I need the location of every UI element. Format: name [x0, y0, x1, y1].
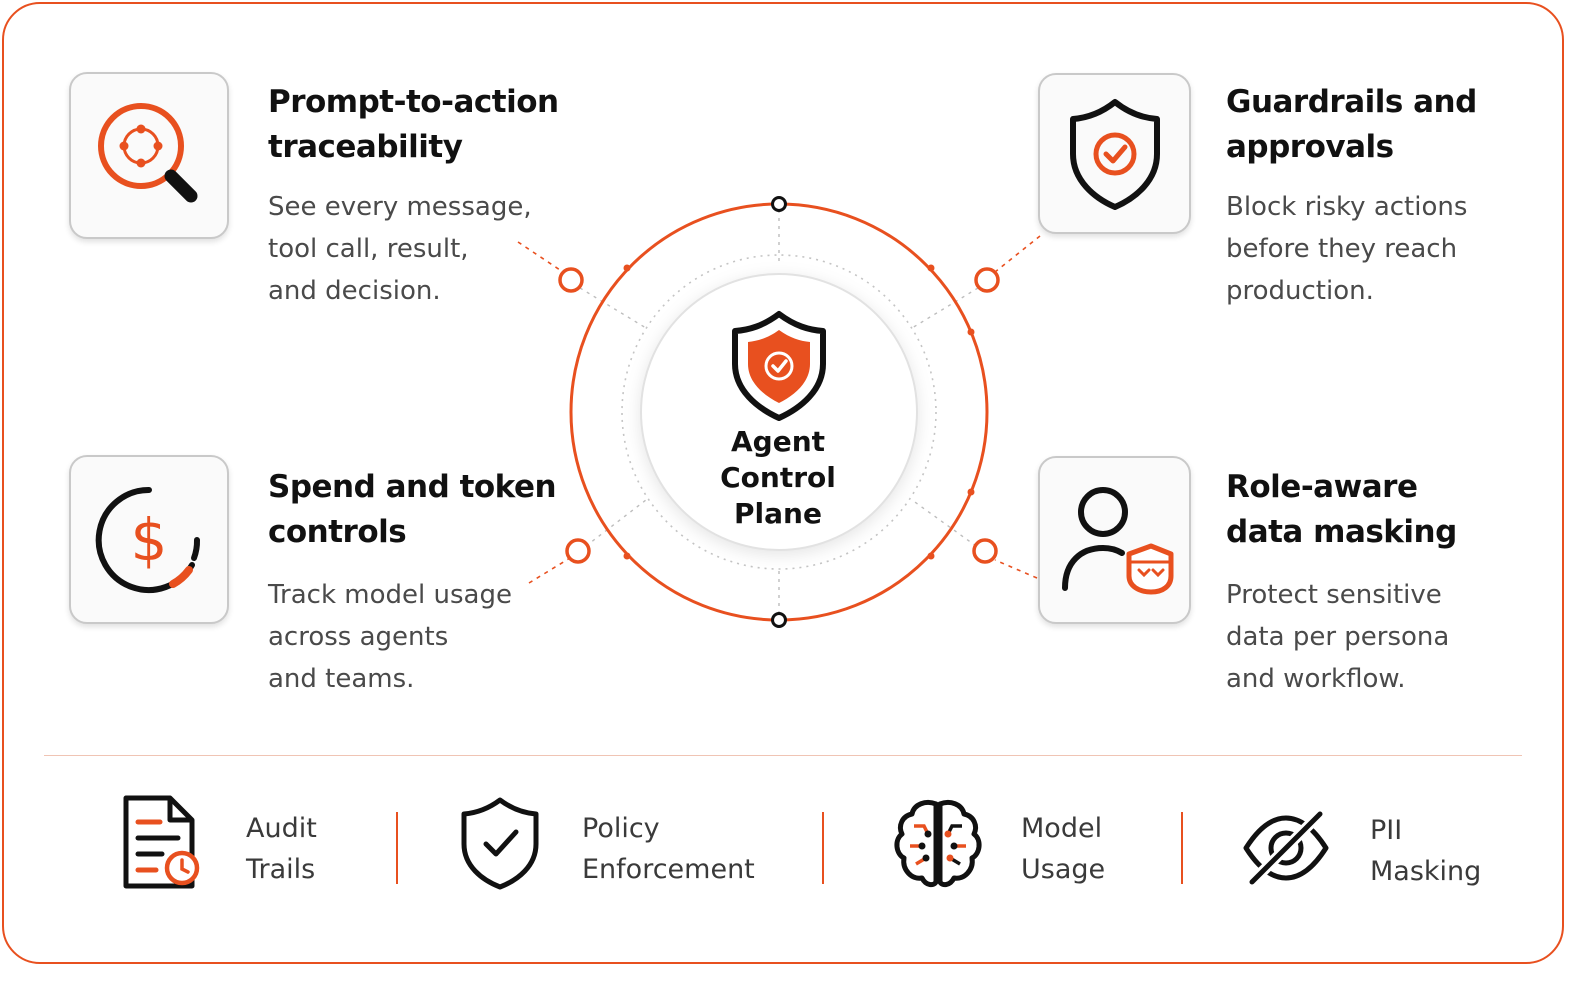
- node-bottom: [771, 612, 787, 628]
- node-guardrails: [974, 267, 1000, 293]
- label-line: PII: [1370, 815, 1403, 846]
- shield-check-icon: [461, 797, 539, 890]
- shield-check-icon: [1069, 98, 1160, 210]
- bottom-separator: [822, 812, 824, 884]
- traceability-icon-box: [69, 72, 229, 239]
- audit-trails-label: Audit Trails: [246, 808, 317, 890]
- desc-line: Track model usage: [268, 580, 512, 610]
- label-line: Usage: [1021, 854, 1106, 885]
- title-line: Prompt-to-action: [268, 84, 559, 120]
- hub-label-line: Plane: [734, 497, 822, 530]
- eye-slash-icon: [1243, 808, 1329, 888]
- model-usage-label: Model Usage: [1021, 808, 1105, 890]
- guardrails-icon-box: [1038, 73, 1191, 234]
- magnifier-target-icon: [98, 102, 198, 202]
- label-line: Enforcement: [582, 854, 755, 885]
- desc-line: and decision.: [268, 276, 441, 306]
- desc-line: and teams.: [268, 664, 415, 694]
- desc-line: and workflow.: [1226, 664, 1406, 694]
- connector-line: [994, 235, 1041, 273]
- desc-line: Protect sensitive: [1226, 580, 1442, 610]
- desc-line: Block risky actions: [1226, 192, 1468, 222]
- traceability-title: Prompt-to-action traceability: [268, 80, 559, 170]
- desc-line: data per persona: [1226, 622, 1450, 652]
- node-spend: [565, 538, 591, 564]
- title-line: data masking: [1226, 514, 1457, 550]
- label-line: Audit: [246, 813, 317, 844]
- node-masking: [972, 538, 998, 564]
- document-clock-icon: [123, 795, 200, 889]
- policy-enforcement-label: Policy Enforcement: [582, 808, 755, 890]
- spend-description: Track model usage across agents and team…: [268, 574, 512, 700]
- masking-title: Role-aware data masking: [1226, 465, 1457, 555]
- guardrails-title: Guardrails and approvals: [1226, 80, 1477, 170]
- hub-label-line: Agent: [730, 425, 826, 458]
- title-line: Spend and token: [268, 469, 557, 505]
- desc-line: before they reach: [1226, 234, 1458, 264]
- connector-line: [517, 241, 564, 273]
- svg-text:$: $: [131, 506, 168, 574]
- spend-title: Spend and token controls: [268, 465, 557, 555]
- connector-line: [994, 559, 1038, 579]
- desc-line: See every message,: [268, 192, 532, 222]
- connector-line: [528, 557, 571, 584]
- brain-circuit-icon: [894, 799, 982, 888]
- label-line: Policy: [582, 813, 660, 844]
- title-line: Role-aware: [1226, 469, 1418, 505]
- node-traceability: [558, 267, 584, 293]
- masking-description: Protect sensitive data per persona and w…: [1226, 574, 1449, 700]
- pii-masking-label: PII Masking: [1370, 810, 1481, 892]
- dotted-ring: [621, 254, 937, 570]
- spend-icon-box: $: [69, 455, 229, 624]
- masking-icon-box: [1038, 456, 1191, 624]
- title-line: Guardrails and: [1226, 84, 1477, 120]
- section-divider: [44, 755, 1522, 756]
- bottom-separator: [396, 812, 398, 884]
- label-line: Trails: [246, 854, 316, 885]
- hub-shield-icon: [732, 311, 826, 421]
- title-line: approvals: [1226, 129, 1394, 165]
- desc-line: production.: [1226, 276, 1374, 306]
- node-top: [771, 196, 787, 212]
- desc-line: tool call, result,: [268, 234, 469, 264]
- title-line: controls: [268, 514, 407, 550]
- bottom-separator: [1181, 812, 1183, 884]
- desc-line: across agents: [268, 622, 449, 652]
- label-line: Masking: [1370, 856, 1482, 887]
- hub-label-line: Control: [720, 461, 836, 494]
- dollar-gauge-icon: $: [95, 486, 200, 593]
- hub-label: Agent Control Plane: [678, 424, 878, 532]
- traceability-description: See every message, tool call, result, an…: [268, 186, 532, 312]
- user-mask-icon: [1061, 487, 1173, 595]
- label-line: Model: [1021, 813, 1103, 844]
- title-line: traceability: [268, 129, 463, 165]
- guardrails-description: Block risky actions before they reach pr…: [1226, 186, 1467, 312]
